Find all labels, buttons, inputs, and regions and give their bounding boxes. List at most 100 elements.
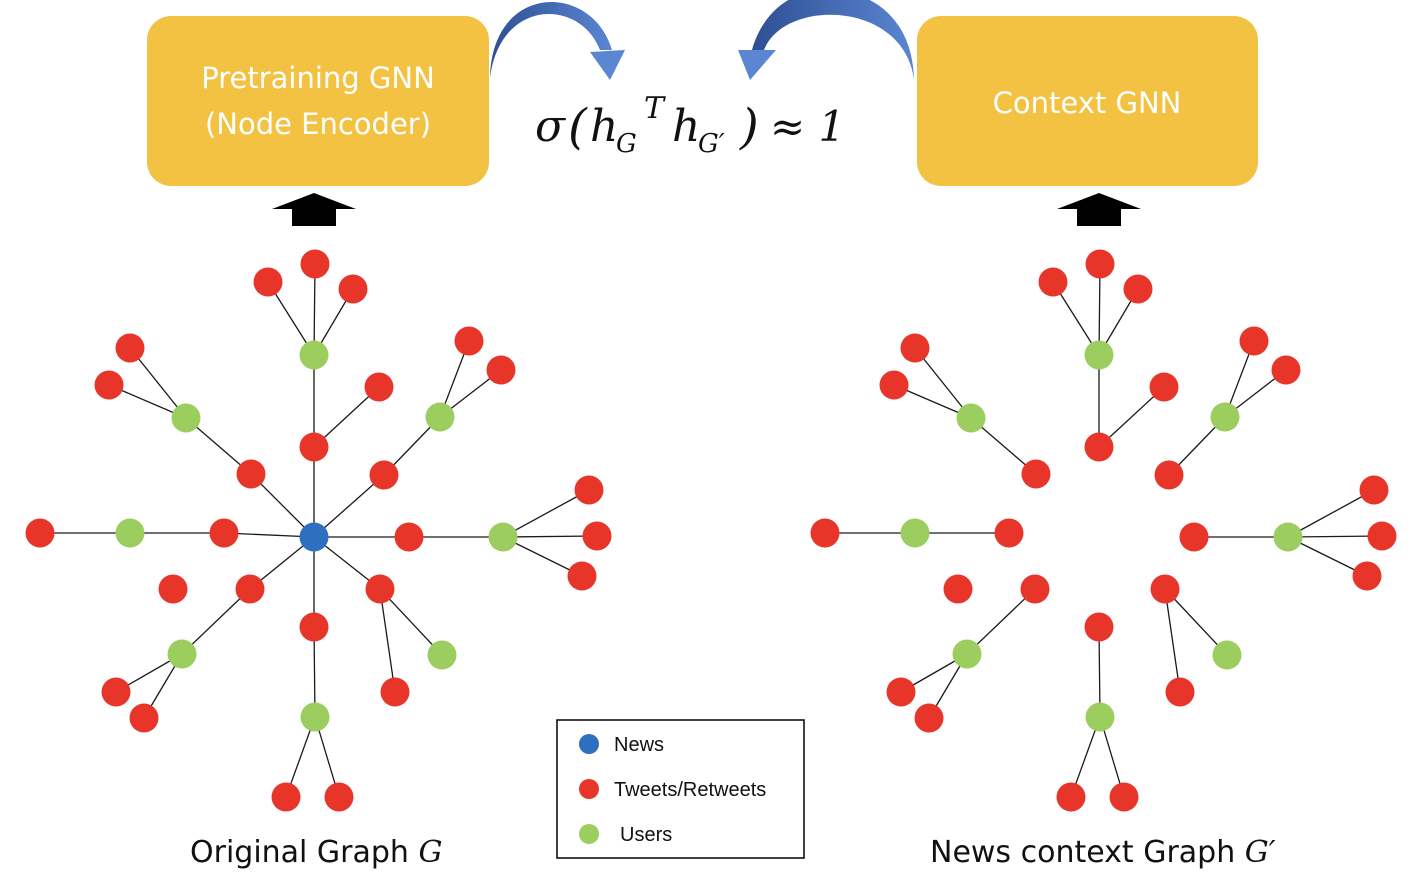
original-graph-edge — [502, 536, 583, 577]
news-context-graph-tweet-node — [914, 703, 944, 733]
pretraining-gnn-title: Pretraining GNN — [201, 61, 435, 95]
original-graph-user-node — [300, 702, 330, 732]
news-context-graph-tweet-node — [886, 677, 916, 707]
news-context-graph-tweet-node — [1352, 561, 1382, 591]
news-context-graph-edge — [1164, 588, 1181, 693]
formula-close-paren: ) — [739, 99, 759, 155]
news-context-graph-tweet-node — [943, 574, 973, 604]
news-context-graph-user-node — [952, 639, 982, 669]
news-context-graph-tweet-node — [1239, 326, 1269, 356]
original-graph-edge — [379, 588, 396, 693]
news-context-graph-edge — [966, 588, 1036, 655]
original-graph-tweet-node — [380, 677, 410, 707]
formula-h-g-prime: h — [672, 101, 700, 152]
news-context-graph-caption: News context Graph G′ — [930, 835, 1276, 870]
news-context-graph-tweet-node — [1021, 459, 1051, 489]
news-context-graph-user-node — [1085, 702, 1115, 732]
legend-tweets-label: Tweets/Retweets — [614, 779, 766, 801]
original-graph-tweet-node — [364, 372, 394, 402]
news-context-graph-tweet-node — [1084, 432, 1114, 462]
legend-users-swatch — [579, 824, 599, 844]
original-graph-edge — [502, 535, 598, 538]
up-arrow-right-icon — [1057, 193, 1141, 226]
original-graph-tweet-node — [235, 574, 265, 604]
news-context-graph-tweet-node — [1149, 372, 1179, 402]
original-graph-caption-text: Original Graph — [190, 835, 419, 870]
news-context-graph-edge — [1287, 535, 1383, 538]
formula-superscript-t: T — [644, 91, 666, 126]
news-context-graph-tweet-node — [1154, 460, 1184, 490]
original-graph-tweet-node — [25, 518, 55, 548]
original-graph-tweet-node — [299, 432, 329, 462]
original-graph-edge — [181, 588, 251, 655]
formula-approx-one: ≈ 1 — [770, 102, 845, 151]
news-context-graph-tweet-node — [1179, 522, 1209, 552]
curved-arrow-right-icon — [738, 0, 914, 80]
legend-users-label: Users — [620, 824, 672, 846]
original-graph-tweet-node — [567, 561, 597, 591]
original-graph-tweet-node — [253, 267, 283, 297]
news-context-graph — [810, 249, 1397, 812]
news-context-graph-user-node — [900, 518, 930, 548]
original-graph-tweet-node — [394, 522, 424, 552]
original-graph-edge — [313, 263, 316, 356]
original-graph-edge — [313, 626, 316, 718]
news-context-graph-tweet-node — [1123, 274, 1153, 304]
news-context-graph-tweet-node — [1085, 249, 1115, 279]
original-graph-nodes — [25, 249, 612, 812]
original-graph-edge — [502, 489, 590, 538]
news-context-graph-tweet-node — [900, 333, 930, 363]
news-context-graph-nodes — [810, 249, 1397, 812]
original-graph-caption-symbol: G — [419, 835, 443, 870]
news-context-graph-tweet-node — [1367, 521, 1397, 551]
news-context-graph-tweet-node — [810, 518, 840, 548]
news-context-graph-user-node — [956, 403, 986, 433]
news-context-graph-user-node — [1210, 402, 1240, 432]
original-graph-edge — [129, 347, 187, 419]
news-context-graph-caption-symbol: G′ — [1245, 835, 1276, 870]
news-context-graph-caption-text: News context Graph — [930, 835, 1245, 870]
original-graph-tweet-node — [209, 518, 239, 548]
pretraining-gnn-box: Pretraining GNN (Node Encoder) — [147, 16, 489, 186]
original-graph-user-node — [167, 639, 197, 669]
original-graph-user-node — [171, 403, 201, 433]
similarity-formula: σ ( h G T h G′ ) ≈ 1 — [535, 91, 845, 159]
original-graph-tweet-node — [94, 370, 124, 400]
formula-subscript-g-prime: G′ — [698, 129, 725, 159]
original-graph-tweet-node — [486, 355, 516, 385]
curved-arrow-left-icon — [490, 2, 625, 80]
formula-subscript-g: G — [616, 129, 637, 159]
up-arrow-left-icon — [272, 193, 356, 226]
news-context-graph-edge — [1098, 263, 1101, 356]
formula-sigma: σ — [535, 101, 567, 152]
news-context-graph-tweet-node — [879, 370, 909, 400]
svg-text:Original Graph G: Original Graph G — [190, 835, 442, 870]
news-context-graph-tweet-node — [1165, 677, 1195, 707]
original-graph-user-node — [488, 522, 518, 552]
formula-open-paren: ( — [568, 99, 588, 155]
news-context-graph-tweet-node — [1109, 782, 1139, 812]
news-context-graph-tweet-node — [994, 518, 1024, 548]
news-context-graph-edge — [1098, 626, 1101, 718]
original-graph-tweet-node — [299, 612, 329, 642]
original-graph-tweet-node — [101, 677, 131, 707]
original-graph-tweet-node — [236, 459, 266, 489]
news-context-graph-tweet-node — [1084, 612, 1114, 642]
original-graph-tweet-node — [158, 574, 188, 604]
original-graph-tweet-node — [338, 274, 368, 304]
news-context-graph-tweet-node — [1020, 574, 1050, 604]
original-graph — [25, 249, 612, 812]
news-context-graph-user-node — [1273, 522, 1303, 552]
original-graph-tweet-node — [365, 574, 395, 604]
formula-h-g: h — [590, 101, 618, 152]
original-graph-user-node — [427, 640, 457, 670]
legend-tweets-swatch — [579, 779, 599, 799]
original-graph-user-node — [115, 518, 145, 548]
news-context-graph-edge — [914, 347, 972, 419]
original-graph-edge — [313, 386, 380, 448]
context-gnn-title: Context GNN — [993, 86, 1182, 120]
original-graph-edge — [223, 532, 315, 538]
original-graph-caption: Original Graph G — [190, 835, 442, 870]
original-graph-edge — [250, 473, 315, 538]
